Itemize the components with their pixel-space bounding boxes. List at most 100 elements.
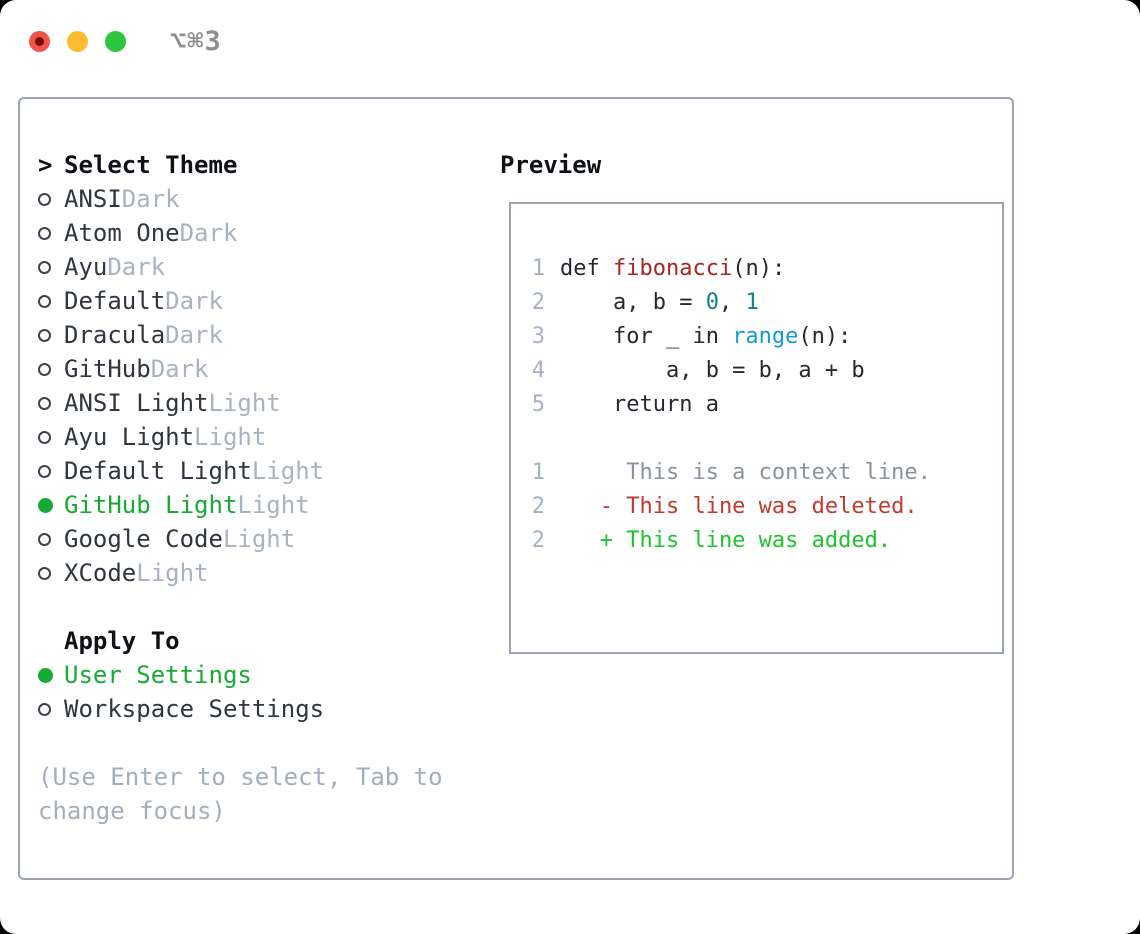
theme-option-default[interactable]: Default Dark xyxy=(38,284,443,318)
radio-unselected-icon xyxy=(38,464,64,478)
radio-unselected-icon xyxy=(38,362,64,376)
theme-option-atom-one[interactable]: Atom One Dark xyxy=(38,216,443,250)
theme-name: Default Light xyxy=(64,457,252,485)
line-number: 5 xyxy=(531,391,545,417)
theme-name: Default xyxy=(64,287,166,315)
radio-selected-icon xyxy=(38,667,64,683)
line-number: 1 xyxy=(531,255,545,281)
radio-unselected-icon xyxy=(38,294,64,308)
prompt-icon: > xyxy=(38,151,53,179)
radio-unselected-icon xyxy=(38,566,64,580)
line-number: 2 xyxy=(531,493,545,519)
code-line: 4 a, b = b, a + b xyxy=(529,353,1002,387)
theme-name: Google Code xyxy=(64,525,223,553)
theme-variant-tag: Dark xyxy=(179,219,238,247)
line-number: 4 xyxy=(531,357,545,383)
theme-name: ANSI xyxy=(64,185,122,213)
apply-option-label: Workspace Settings xyxy=(64,695,325,723)
code-line: 2 - This line was deleted. xyxy=(529,489,1002,523)
theme-name: ANSI Light xyxy=(64,389,209,417)
theme-option-ayu-light[interactable]: Ayu Light Light xyxy=(38,420,443,454)
code-line: 5 return a xyxy=(529,387,1002,421)
theme-variant-tag: Dark xyxy=(107,253,166,281)
theme-variant-tag: Light xyxy=(208,389,281,417)
line-number: 2 xyxy=(531,527,545,553)
theme-option-ayu[interactable]: Ayu Dark xyxy=(38,250,443,284)
radio-unselected-icon xyxy=(38,702,64,716)
line-number: 3 xyxy=(531,323,545,349)
theme-name: GitHub xyxy=(64,355,151,383)
theme-name: XCode xyxy=(64,559,137,587)
code-line: 2 a, b = 0, 1 xyxy=(529,285,1002,319)
code-line xyxy=(529,421,1002,455)
line-number: 1 xyxy=(531,459,545,485)
line-content: return a xyxy=(560,391,719,417)
theme-option-github[interactable]: GitHub Dark xyxy=(38,352,443,386)
radio-unselected-icon xyxy=(38,430,64,444)
close-button[interactable] xyxy=(29,31,50,52)
radio-unselected-icon xyxy=(38,328,64,342)
radio-unselected-icon xyxy=(38,260,64,274)
code-line: 3 for _ in range(n): xyxy=(529,319,1002,353)
theme-option-github-light[interactable]: GitHub Light Light xyxy=(38,488,443,522)
theme-name: Ayu xyxy=(64,253,108,281)
line-content: This is a context line. xyxy=(560,459,931,485)
radio-unselected-icon xyxy=(38,396,64,410)
theme-option-xcode[interactable]: XCode Light xyxy=(38,556,443,590)
spacer xyxy=(38,590,443,624)
zoom-button[interactable] xyxy=(105,31,126,52)
line-content: a, b = b, a + b xyxy=(560,357,865,383)
theme-option-google-code[interactable]: Google Code Light xyxy=(38,522,443,556)
line-content: - This line was deleted. xyxy=(560,493,918,519)
hint-line: (Use Enter to select, Tab to xyxy=(38,763,443,791)
theme-variant-tag: Dark xyxy=(165,287,223,315)
apply-option-user-settings[interactable]: User Settings xyxy=(38,658,443,692)
theme-variant-tag: Dark xyxy=(121,185,180,213)
apply-option-workspace-settings[interactable]: Workspace Settings xyxy=(38,692,443,726)
line-content: + This line was added. xyxy=(560,527,892,553)
theme-name: Ayu Light xyxy=(64,423,195,451)
radio-selected-icon xyxy=(38,497,64,513)
radio-unselected-icon xyxy=(38,192,64,206)
spacer xyxy=(38,726,443,760)
theme-variant-tag: Light xyxy=(237,491,310,519)
theme-option-ansi-light[interactable]: ANSI Light Light xyxy=(38,386,443,420)
apply-to-header: Apply To xyxy=(38,624,443,658)
theme-option-default-light[interactable]: Default Light Light xyxy=(38,454,443,488)
theme-name: Dracula xyxy=(64,321,166,349)
code-line: 1 This is a context line. xyxy=(529,455,1002,489)
select-theme-title: Select Theme xyxy=(64,151,238,179)
theme-variant-tag: Light xyxy=(136,559,209,587)
theme-variant-tag: Dark xyxy=(165,321,223,349)
line-content: for _ in range(n): xyxy=(560,323,852,349)
theme-option-ansi[interactable]: ANSI Dark xyxy=(38,182,443,216)
line-content: a, b = 0, 1 xyxy=(560,289,759,315)
theme-variant-tag: Light xyxy=(251,457,325,485)
radio-unselected-icon xyxy=(38,226,64,240)
select-theme-header: > Select Theme xyxy=(38,148,443,182)
window-shortcut-label: ⌥⌘3 xyxy=(170,26,222,57)
titlebar: ⌥⌘3 xyxy=(29,26,222,57)
code-line: 2 + This line was added. xyxy=(529,523,1002,557)
theme-option-dracula[interactable]: Dracula Dark xyxy=(38,318,443,352)
line-number: 2 xyxy=(531,289,545,315)
apply-option-label: User Settings xyxy=(64,661,252,689)
theme-variant-tag: Light xyxy=(222,525,296,553)
radio-unselected-icon xyxy=(38,532,64,546)
theme-name: Atom One xyxy=(64,219,180,247)
minimize-button[interactable] xyxy=(67,31,88,52)
hint-line: change focus) xyxy=(38,797,226,825)
apply-to-title: Apply To xyxy=(64,627,180,655)
theme-variant-tag: Light xyxy=(194,423,267,451)
preview-title: Preview xyxy=(500,151,602,179)
theme-variant-tag: Dark xyxy=(150,355,209,383)
close-dot-icon xyxy=(35,37,44,46)
